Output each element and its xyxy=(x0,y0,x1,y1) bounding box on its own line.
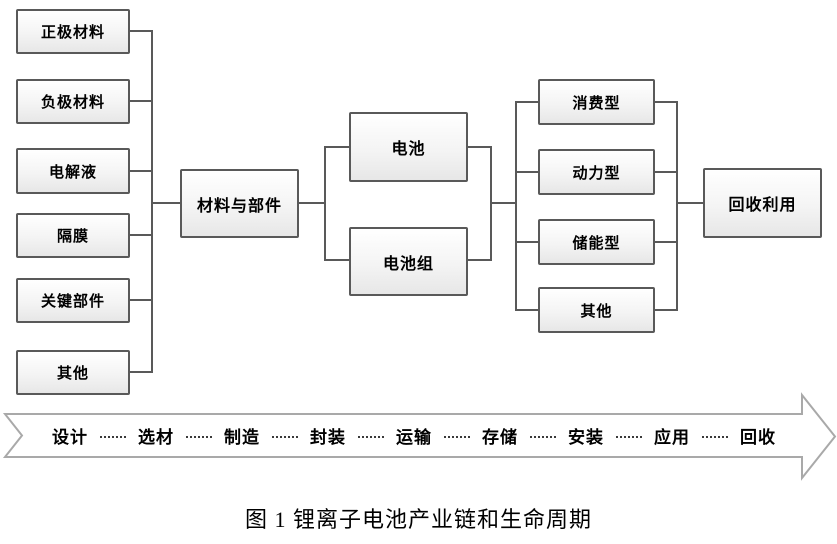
node-cathode-material: 正极材料 xyxy=(16,9,130,54)
dotted-separator xyxy=(702,435,728,438)
connector xyxy=(130,371,153,373)
node-battery-cell: 电池 xyxy=(349,112,468,182)
connector xyxy=(676,101,678,311)
lifecycle-stage: 选材 xyxy=(138,428,174,447)
figure-caption: 图 1 锂离子电池产业链和生命周期 xyxy=(244,507,592,532)
connector xyxy=(468,146,492,148)
connector xyxy=(151,30,153,373)
connector xyxy=(324,146,326,261)
node-anode-material: 负极材料 xyxy=(16,79,130,124)
node-label: 其他 xyxy=(56,365,89,382)
node-label: 负极材料 xyxy=(40,94,105,111)
dotted-separator xyxy=(530,435,556,438)
connector xyxy=(655,101,678,103)
node-label: 回收利用 xyxy=(728,197,797,214)
connector xyxy=(490,202,517,204)
node-label: 电池组 xyxy=(382,255,434,273)
lifecycle-arrow xyxy=(2,392,837,481)
node-label: 动力型 xyxy=(572,164,621,182)
connector xyxy=(515,171,538,173)
connector xyxy=(130,299,153,301)
node-separator: 隔膜 xyxy=(16,213,130,258)
dotted-separator xyxy=(100,435,126,438)
node-label: 储能型 xyxy=(572,234,621,252)
connector xyxy=(324,146,349,148)
node-consumer-type: 消费型 xyxy=(538,79,655,125)
connector xyxy=(130,234,153,236)
connector xyxy=(655,171,678,173)
connector xyxy=(468,259,492,261)
node-materials-and-parts: 材料与部件 xyxy=(180,169,299,238)
node-label: 电解液 xyxy=(48,163,97,181)
connector xyxy=(676,202,703,204)
dotted-separator xyxy=(186,435,212,438)
node-label: 电池 xyxy=(391,141,426,158)
node-other-materials: 其他 xyxy=(16,350,130,395)
lifecycle-stage: 安装 xyxy=(568,428,604,447)
node-electrolyte: 电解液 xyxy=(16,148,130,194)
connector xyxy=(655,309,678,311)
node-battery-pack: 电池组 xyxy=(349,227,468,296)
connector xyxy=(130,170,153,172)
connector xyxy=(151,202,180,204)
lifecycle-stages: 设计 选材 制造 封装 运输 存储 安装 应用 回收 xyxy=(8,414,802,457)
connector xyxy=(515,101,538,103)
dotted-separator xyxy=(616,435,642,438)
lifecycle-stage: 设计 xyxy=(52,428,88,447)
node-recycling: 回收利用 xyxy=(703,168,822,238)
dotted-separator xyxy=(444,435,470,438)
lifecycle-stage: 应用 xyxy=(654,428,690,447)
node-label: 正极材料 xyxy=(40,24,105,41)
node-label: 隔膜 xyxy=(56,228,89,245)
node-label: 其他 xyxy=(580,302,613,320)
lifecycle-stage: 封装 xyxy=(310,428,346,447)
node-power-type: 动力型 xyxy=(538,149,655,195)
lifecycle-stage: 制造 xyxy=(224,428,260,447)
node-label: 材料与部件 xyxy=(196,197,282,215)
lifecycle-stage: 存储 xyxy=(482,428,518,447)
connector xyxy=(130,30,153,32)
connector xyxy=(299,202,326,204)
connector xyxy=(130,100,153,102)
node-other-applications: 其他 xyxy=(538,287,655,333)
node-label: 关键部件 xyxy=(40,293,105,310)
connector xyxy=(515,241,538,243)
node-label: 消费型 xyxy=(572,94,621,112)
connector xyxy=(655,241,678,243)
node-storage-type: 储能型 xyxy=(538,219,655,265)
dotted-separator xyxy=(272,435,298,438)
connector xyxy=(515,309,538,311)
connector xyxy=(324,259,349,261)
dotted-separator xyxy=(358,435,384,438)
lifecycle-stage: 回收 xyxy=(740,428,776,447)
arrow-shape xyxy=(2,392,837,481)
connector xyxy=(515,101,517,311)
node-key-components: 关键部件 xyxy=(16,278,130,323)
lifecycle-stage: 运输 xyxy=(396,428,432,447)
